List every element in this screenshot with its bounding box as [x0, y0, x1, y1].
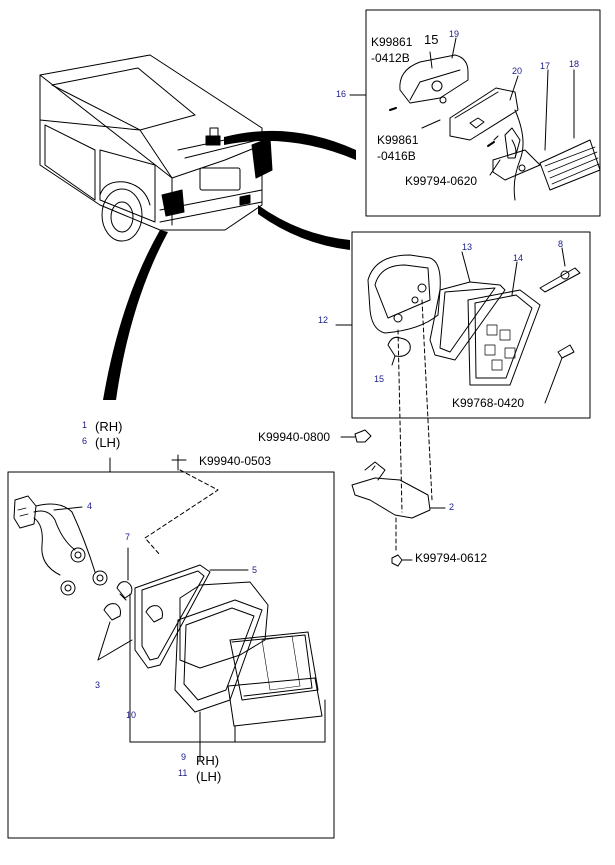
callout-13: 13	[462, 242, 473, 252]
callout-5: 5	[252, 565, 258, 575]
side-label-lh-top: (LH)	[95, 435, 121, 450]
callout-18: 18	[569, 59, 580, 69]
callout-15-stop: 15	[374, 374, 385, 384]
car-right-lamp	[251, 137, 273, 179]
part-code-k99861-0416b-line1: K99861	[377, 133, 419, 147]
callout-2: 2	[449, 502, 455, 512]
high-mount-stop-lamp-assembly	[367, 254, 581, 386]
side-label-rh-top: (RH)	[95, 419, 123, 434]
car-left-lamp	[161, 189, 185, 217]
callout-19: 19	[449, 29, 460, 39]
part-code-k99940-0800: K99940-0800	[258, 430, 331, 444]
tail-lamp-housing	[174, 581, 323, 727]
callout-16: 16	[336, 89, 347, 99]
part-code-k99940-0503: K99940-0503	[199, 454, 272, 468]
callout-17: 17	[540, 61, 551, 71]
callout-7: 7	[125, 532, 131, 542]
wiring-harness	[13, 495, 108, 596]
part-code-k99861-0412b-line2: -0412B	[371, 51, 410, 65]
screw-k99794-0612	[391, 554, 403, 567]
high-stop-mount-dashed-lines	[397, 299, 433, 513]
part-code-k99794-0620: K99794-0620	[405, 174, 478, 188]
rear-combination-lamp-detail-box	[7, 471, 335, 839]
callout-20: 20	[512, 66, 523, 76]
side-label-rh-bottom: RH)	[196, 753, 220, 768]
part-code-k99861-0416b-line2: -0416B	[377, 149, 416, 163]
part-code-k99768-0420: K99768-0420	[452, 396, 525, 410]
part-code-k99794-0612: K99794-0612	[415, 551, 488, 565]
license-lamp-detail-box	[365, 9, 601, 217]
lamp-gasket	[134, 564, 211, 669]
callout-11: 11	[178, 768, 188, 778]
callout-12: 12	[318, 315, 329, 325]
license-lamp-assembly	[389, 54, 601, 201]
nut-k99940-0800	[354, 429, 372, 443]
leader-sweep-to-tail-lamp	[103, 230, 168, 400]
side-label-lh-bottom: (LH)	[196, 769, 222, 784]
callout-6: 6	[82, 436, 88, 446]
callout-10: 10	[126, 710, 137, 720]
callout-3: 3	[95, 680, 101, 690]
callout-9: 9	[181, 752, 187, 762]
leader-sweep-to-high-stop	[258, 205, 350, 250]
car-rear-illustration	[39, 54, 263, 242]
high-mount-stop-lamp-detail-box	[351, 231, 591, 419]
callout-14: 14	[513, 253, 524, 263]
leader-sweep-to-plate-lamp	[224, 130, 356, 160]
callout-4: 4	[87, 501, 93, 511]
high-stop-bracket	[351, 477, 431, 519]
callout-15-plate: 15	[424, 32, 439, 47]
bulbs	[103, 581, 163, 623]
callout-1: 1	[82, 420, 88, 430]
part-code-k99861-0412b-line1: K99861	[371, 35, 413, 49]
callout-8: 8	[558, 239, 564, 249]
car-exhaust	[239, 194, 251, 206]
